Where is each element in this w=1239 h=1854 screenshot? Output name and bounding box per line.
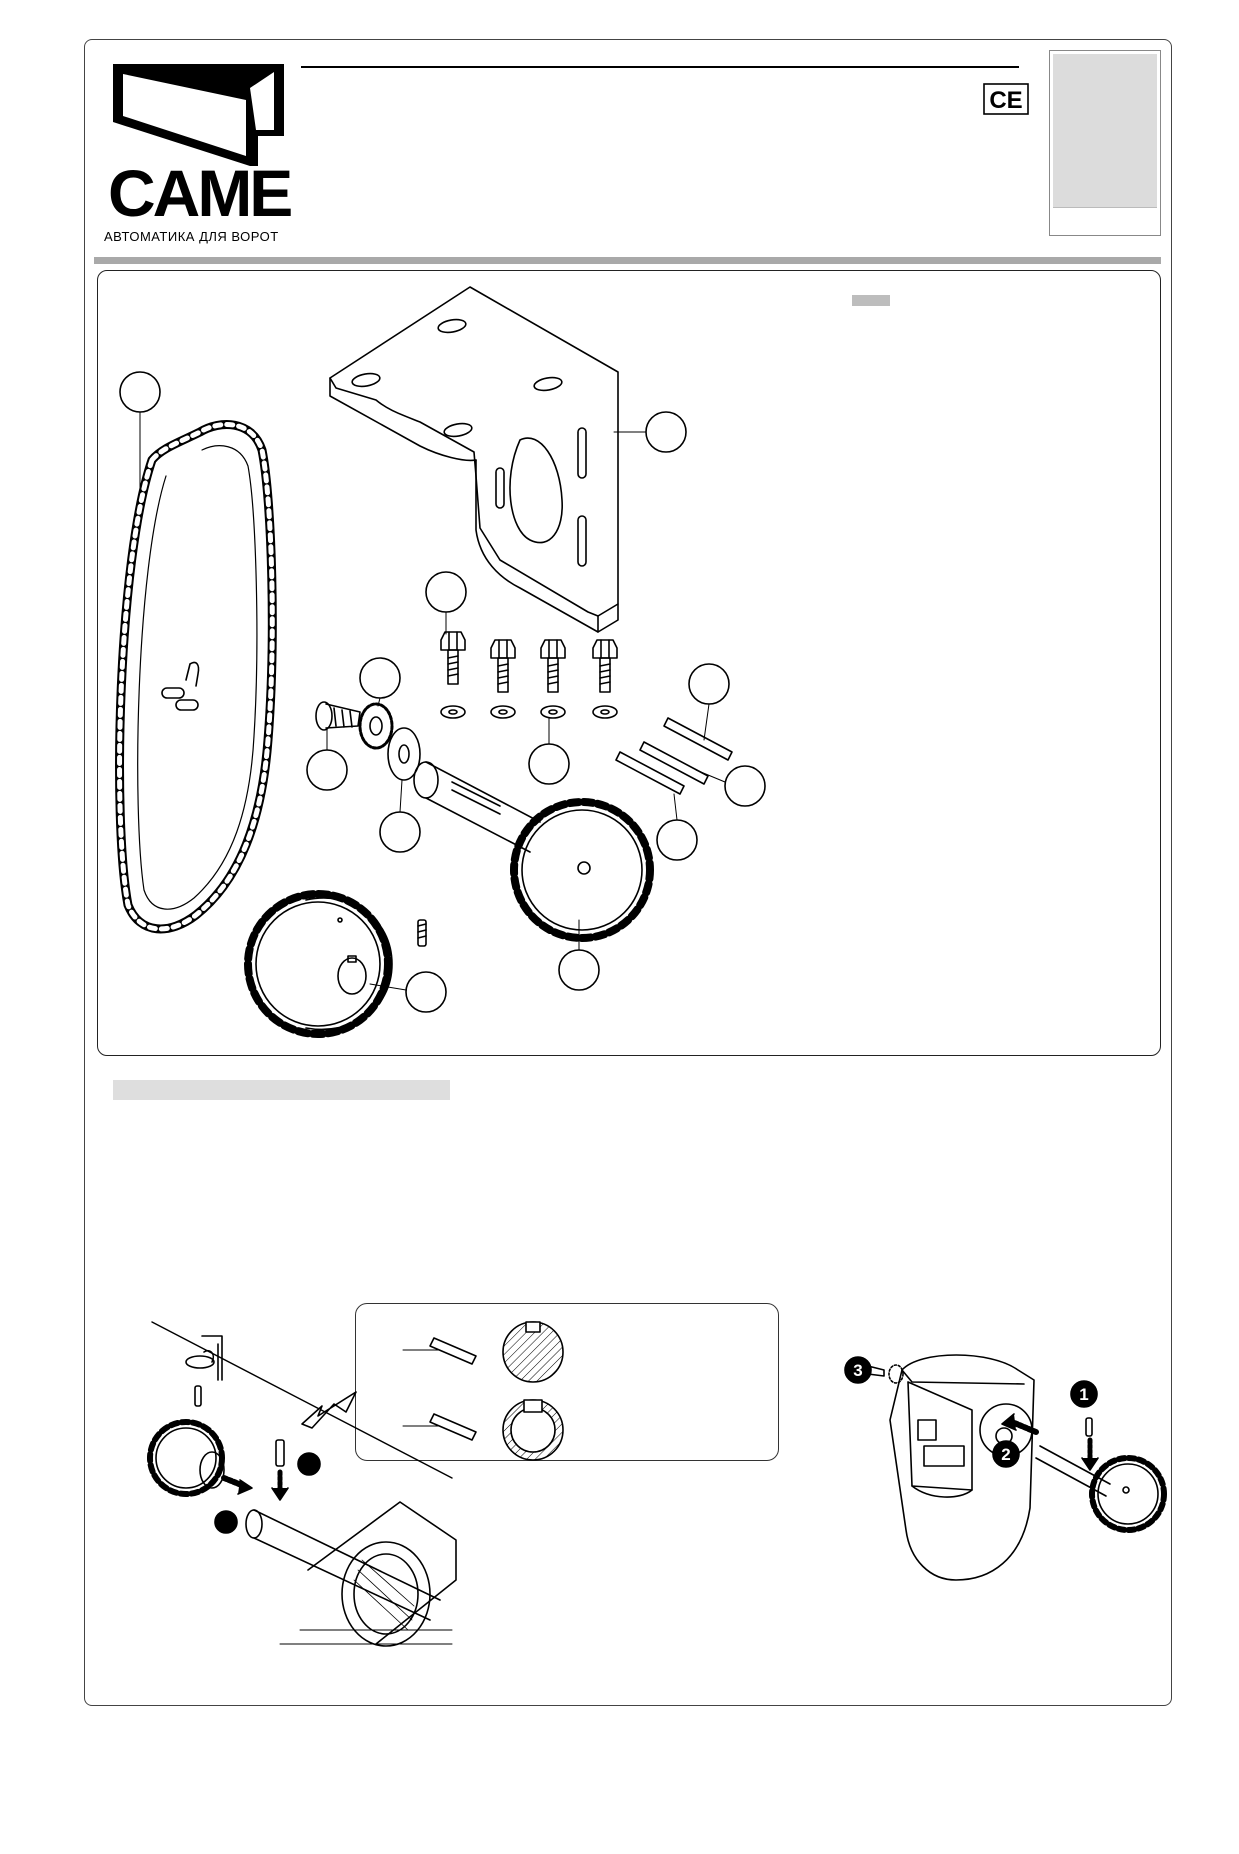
step-badge-1 (1070, 1380, 1098, 1408)
page-frame (84, 39, 1172, 1706)
step-number-3: 3 (853, 1361, 862, 1380)
ce-mark-icon: CE (983, 83, 1029, 115)
callout-large-sprocket (405, 971, 447, 1013)
flat-washer-icon (387, 727, 421, 781)
grub-screw-icon (417, 919, 427, 947)
step-dot-b (214, 1510, 238, 1534)
mounting-bracket-icon (329, 286, 619, 633)
step-badge-2 (992, 1440, 1020, 1468)
motor-sprocket-icon (861, 1362, 1167, 1533)
chain-icon (115, 420, 277, 934)
parts-panel-tag (852, 295, 890, 306)
key-icons (615, 717, 733, 795)
hollow-shaft-section-icon (402, 1399, 564, 1461)
screw-icon (315, 701, 361, 731)
step-number-2: 2 (1001, 1445, 1010, 1464)
arrow-to-inset-icon (301, 1391, 357, 1429)
large-sprocket-icon (244, 890, 393, 1038)
brand-tagline: АВТОМАТИКА ДЛЯ ВОРОТ (104, 229, 279, 244)
step-badge-3 (844, 1356, 872, 1384)
language-tab (1049, 50, 1161, 236)
brand-name: CAME (108, 156, 293, 230)
sprocket-assembly-icon (147, 1321, 457, 1647)
bolt-icons (440, 631, 618, 719)
parts-panel (97, 270, 1161, 1056)
language-tab-fill (1053, 54, 1157, 210)
callout-key-b (724, 765, 766, 807)
step-dot-a (297, 1452, 321, 1476)
header-band (94, 257, 1161, 264)
small-sprocket-icon (510, 798, 654, 942)
header-rule (301, 66, 1019, 68)
key-profile-inset (355, 1303, 779, 1461)
solid-shaft-section-icon (402, 1321, 564, 1383)
came-logo-icon (113, 64, 284, 166)
serrated-washer-icon (358, 702, 394, 750)
drive-shaft-icon (413, 761, 541, 853)
gearmotor-icon (889, 1354, 1035, 1581)
section-header-bar (113, 1080, 450, 1100)
step-number-1: 1 (1079, 1385, 1088, 1404)
ce-mark-text: CE (989, 87, 1022, 114)
language-tab-footer (1053, 207, 1157, 232)
